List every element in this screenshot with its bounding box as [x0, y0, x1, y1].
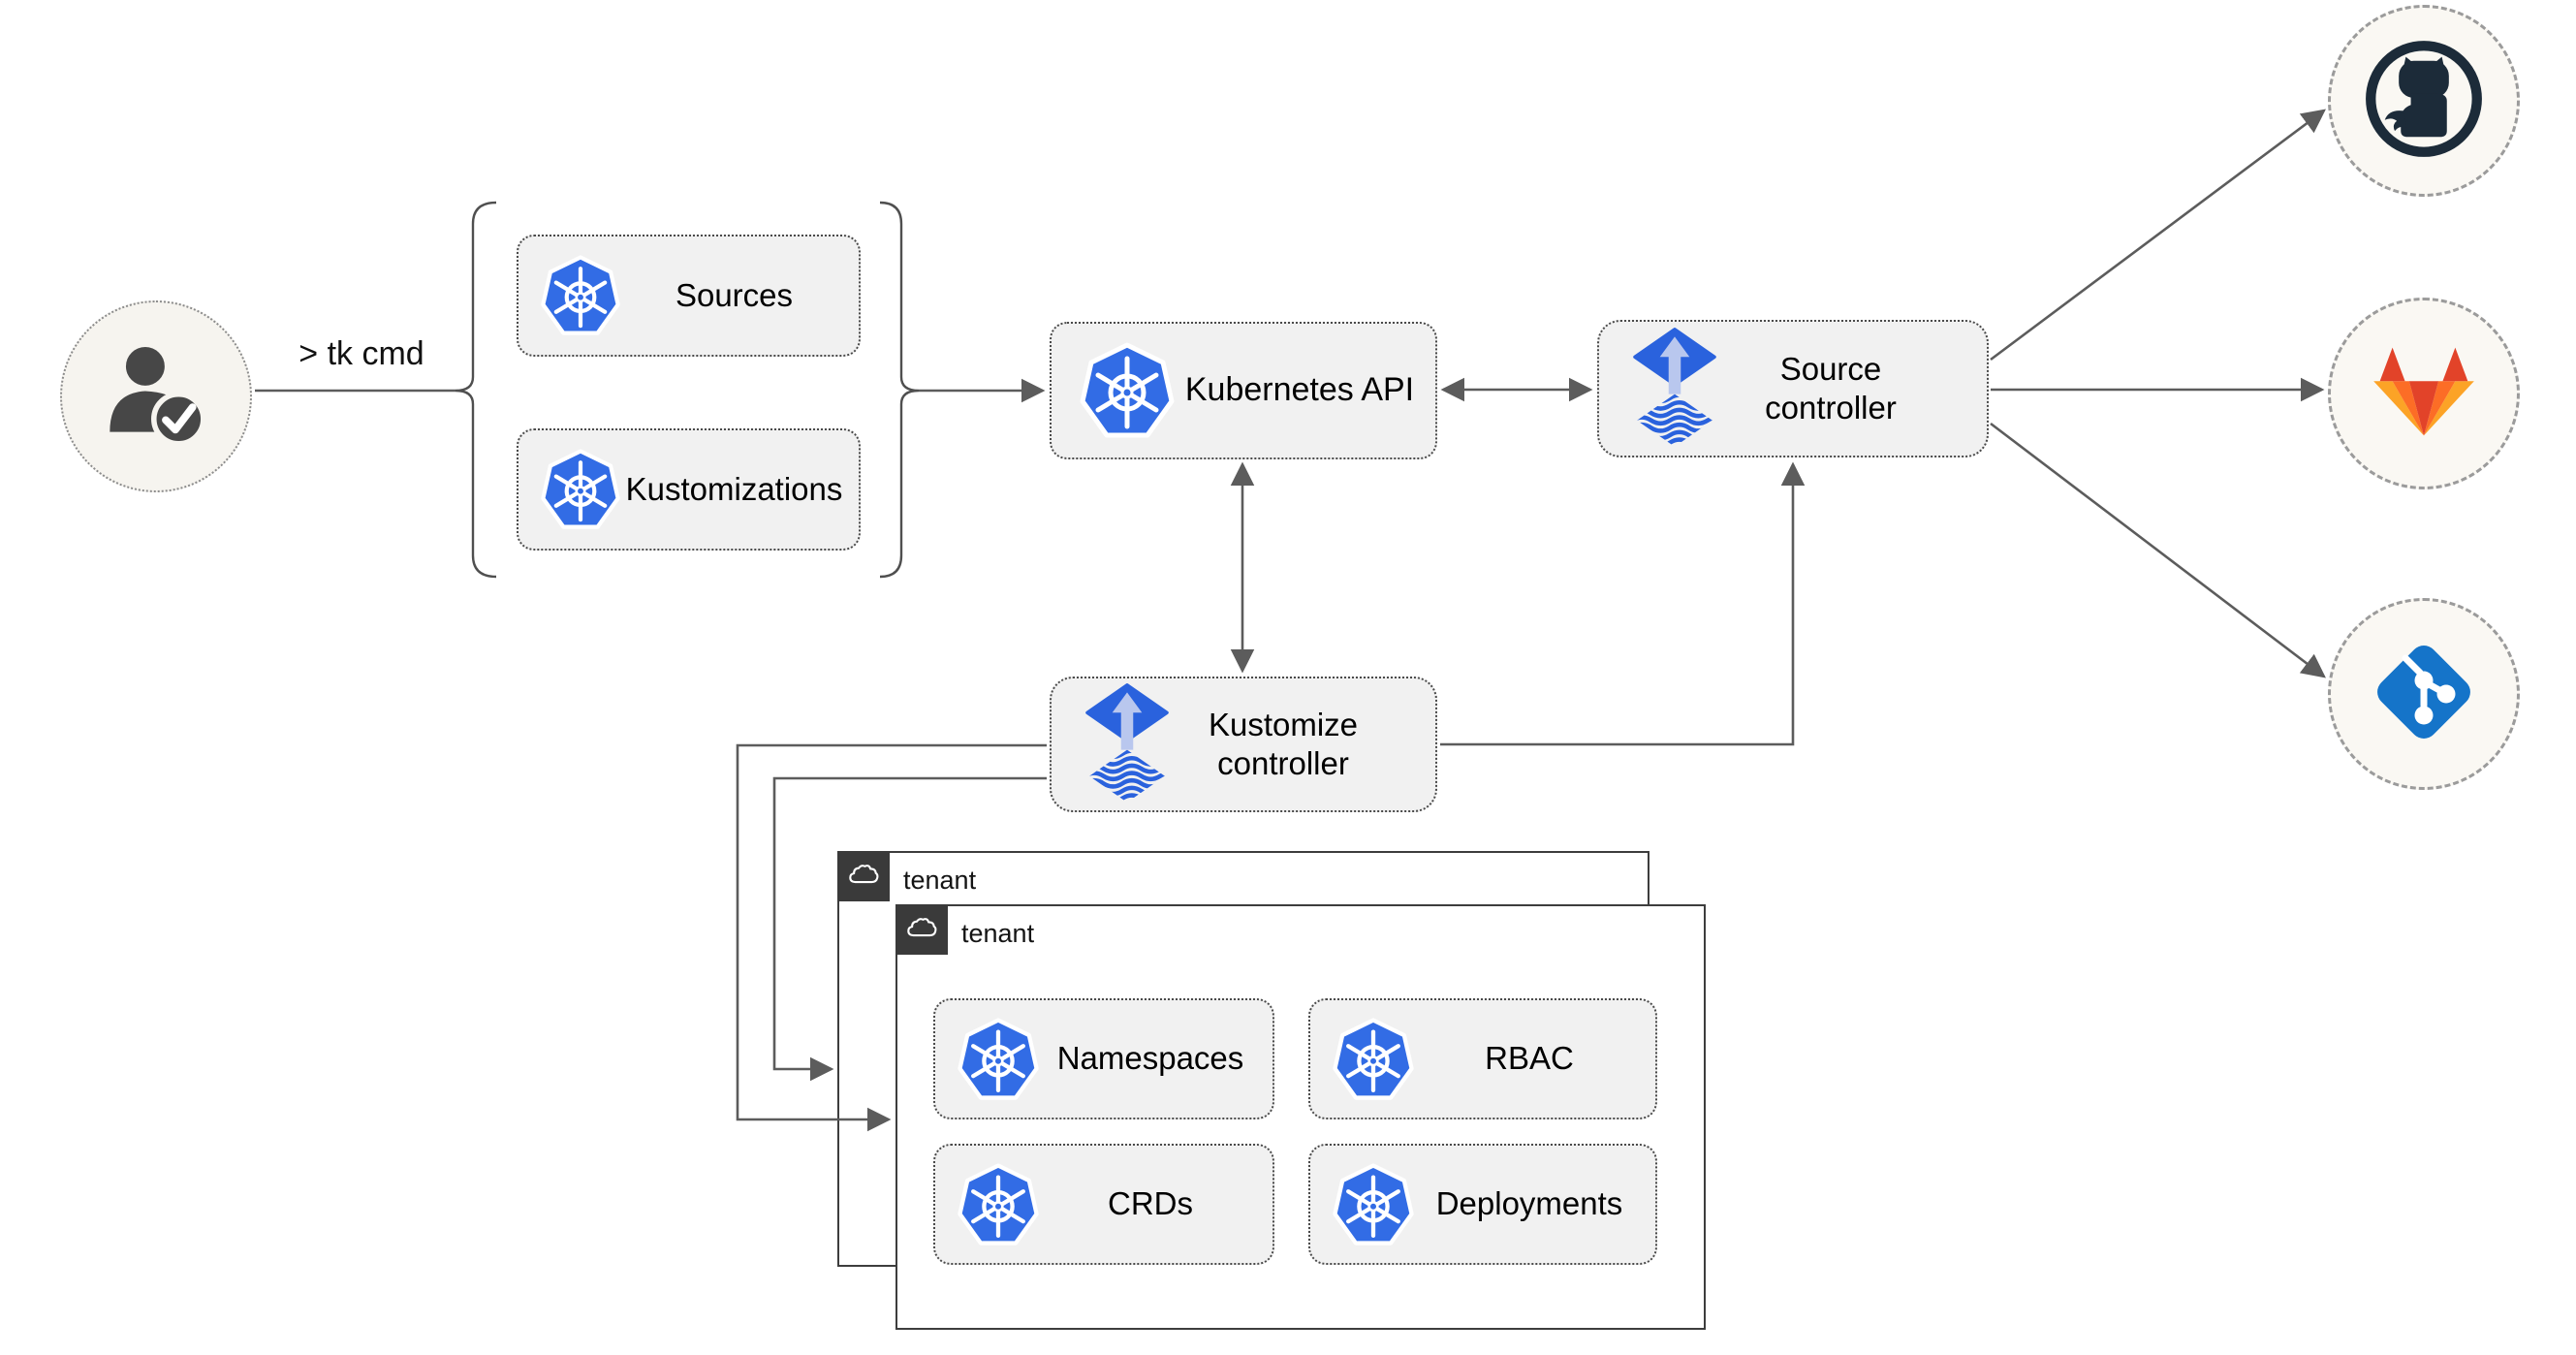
- github-node: [2328, 5, 2520, 197]
- node-source-controller-label: Source controller: [1765, 350, 1897, 425]
- node-deployments-label: Deployments: [1435, 1185, 1623, 1222]
- node-crds-label: CRDs: [1108, 1185, 1193, 1222]
- flux-icon: [1630, 327, 1719, 451]
- node-namespaces: Namespaces: [933, 998, 1274, 1119]
- node-crds: CRDs: [933, 1144, 1274, 1265]
- connector-source-to-git: [1990, 422, 2326, 678]
- tenant-front-label: tenant: [961, 919, 1035, 948]
- flux-icon: [1083, 682, 1172, 806]
- git-node: [2328, 598, 2520, 790]
- tenant-back-header: [837, 851, 890, 901]
- user-check-icon: [97, 337, 215, 456]
- node-kubernetes-api: Kubernetes API: [1050, 322, 1437, 459]
- bracket-left: [455, 201, 497, 579]
- node-namespaces-label: Namespaces: [1056, 1040, 1244, 1077]
- node-kubernetes-api-label: Kubernetes API: [1184, 371, 1415, 409]
- user-node: [60, 300, 252, 492]
- tenant-back-label: tenant: [903, 866, 977, 895]
- tenant-front-header: [895, 904, 948, 955]
- connector-source-to-github: [1990, 109, 2326, 362]
- node-kustomize-controller-label: Kustomize controller: [1208, 706, 1359, 781]
- kubernetes-icon: [540, 449, 621, 530]
- kubernetes-icon: [1079, 342, 1176, 439]
- node-source-controller: Source controller: [1597, 320, 1989, 457]
- node-sources-label: Sources: [675, 276, 794, 313]
- gitlab-icon: [2372, 343, 2476, 445]
- gitlab-node: [2328, 298, 2520, 489]
- git-icon: [2366, 634, 2482, 755]
- node-rbac-label: RBAC: [1485, 1040, 1574, 1077]
- connector-kustomize-to-source-controller: [1440, 461, 1806, 746]
- bracket-right: [879, 201, 920, 579]
- github-icon: [2364, 39, 2484, 164]
- cloud-icon: [847, 862, 880, 892]
- kubernetes-icon: [540, 255, 621, 336]
- node-rbac: RBAC: [1308, 998, 1657, 1119]
- kubernetes-icon: [1332, 1162, 1415, 1246]
- kubernetes-icon: [957, 1162, 1040, 1246]
- node-kustomizations: Kustomizations: [517, 428, 861, 551]
- node-kustomize-controller: Kustomize controller: [1050, 677, 1437, 812]
- node-deployments: Deployments: [1308, 1144, 1657, 1265]
- cli-command-label: > tk cmd: [298, 335, 424, 372]
- node-kustomizations-label: Kustomizations: [625, 470, 843, 507]
- cloud-icon: [905, 915, 938, 945]
- node-sources: Sources: [517, 235, 861, 357]
- kubernetes-icon: [957, 1017, 1040, 1101]
- kubernetes-icon: [1332, 1017, 1415, 1101]
